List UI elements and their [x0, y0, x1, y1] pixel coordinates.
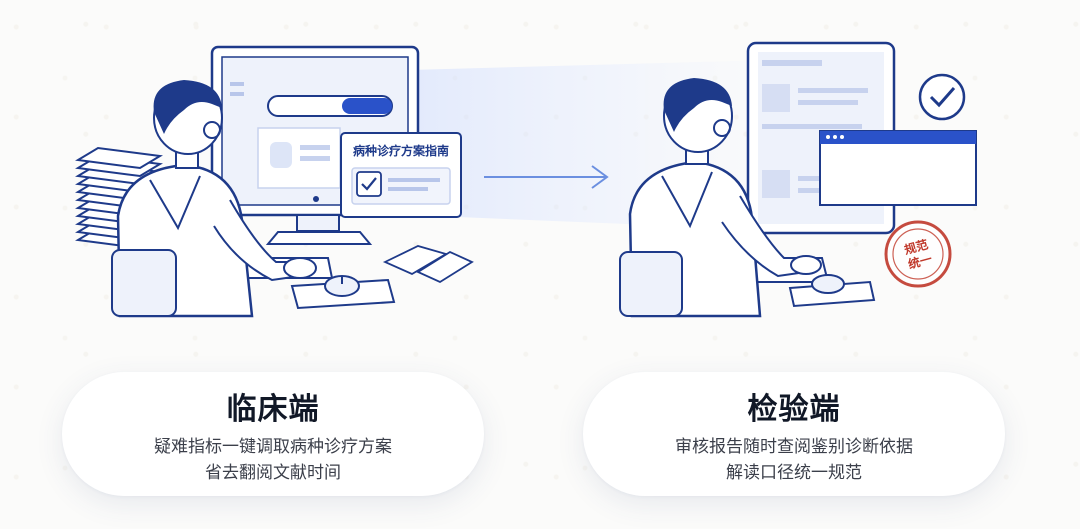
- mouse-right: [811, 274, 845, 294]
- mouse: [324, 275, 360, 297]
- loose-papers: [382, 245, 474, 284]
- person-illustration: [111, 80, 317, 318]
- clinical-title: 临床端: [226, 392, 320, 427]
- check-icon: [361, 177, 377, 191]
- clinical-line-2: 省去翻阅文献时间: [205, 463, 341, 483]
- lab-title: 检验端: [747, 392, 841, 427]
- clinical-card: 临床端 疑难指标一键调取病种诊疗方案 省去翻阅文献时间: [62, 372, 484, 496]
- mini-window: [819, 130, 977, 206]
- stamp-text-bottom: 统一: [906, 251, 933, 272]
- guide-popup: [340, 132, 462, 218]
- lab-line-1: 审核报告随时查阅鉴别诊断依据: [675, 437, 913, 457]
- popup-title: 病种诊疗方案指南: [353, 143, 449, 158]
- clinical-line-1: 疑难指标一键调取病种诊疗方案: [154, 437, 392, 457]
- arrow-right-icon: [484, 165, 609, 189]
- illustration-scene: 病种诊疗方案指南: [75, 41, 977, 318]
- lab-card: 检验端 审核报告随时查阅鉴别诊断依据 解读口径统一规范: [583, 372, 1005, 496]
- stamp-icon: [884, 220, 952, 288]
- person-illustration-right: [619, 78, 822, 318]
- check-circle-icon: [918, 73, 966, 121]
- stamp-text-top: 规范: [903, 236, 930, 257]
- lab-line-2: 解读口径统一规范: [726, 463, 862, 483]
